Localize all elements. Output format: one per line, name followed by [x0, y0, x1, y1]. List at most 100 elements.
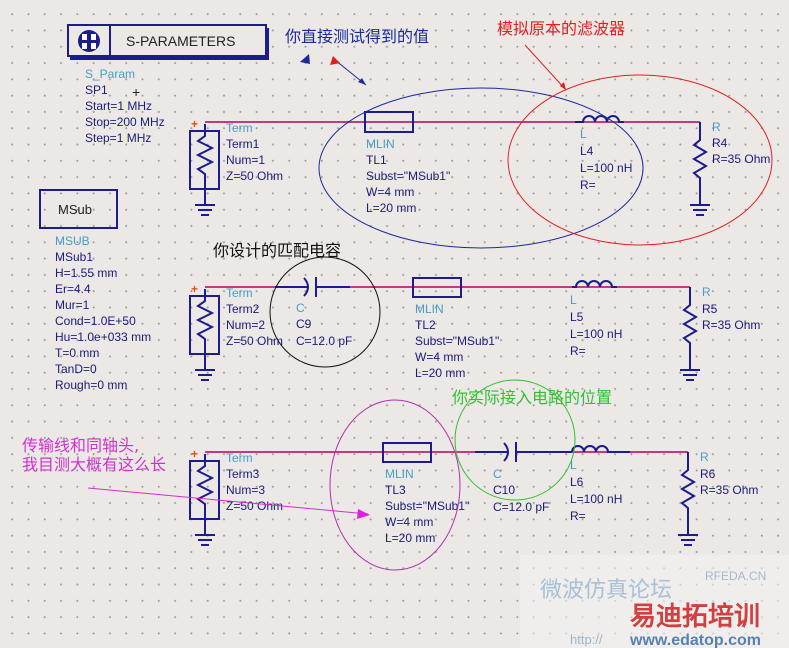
measured-ellipse: [318, 87, 644, 249]
capacitor-c10-symbol[interactable]: [475, 442, 572, 462]
mlin-l: L=20 mm: [366, 201, 416, 215]
msub-param: T=0 mm: [55, 346, 99, 360]
svg-text:+: +: [191, 447, 198, 461]
resistor-r4-symbol[interactable]: [690, 122, 710, 216]
ind-name: L6: [570, 475, 584, 489]
mlin-type: MLIN: [385, 467, 414, 481]
mlin-name: TL1: [366, 153, 387, 167]
res-r: R=35 Ohm: [700, 483, 758, 497]
watermark-site: RFEDA.CN: [705, 569, 766, 583]
res-name: R4: [712, 136, 728, 150]
msub-param: TanD=0: [55, 362, 97, 376]
term-type: Term: [226, 121, 253, 135]
msub-param: Cond=1.0E+50: [55, 314, 136, 328]
mlin-subst: Subst="MSub1": [415, 334, 499, 348]
circuit-row-2: + Term Term2 Num=2 Z=50 Ohm C C9 C=12.0 …: [189, 277, 760, 381]
msub-name: MSub1: [55, 250, 93, 264]
inductor-l4-symbol[interactable]: [575, 115, 624, 123]
svg-text:+: +: [191, 117, 198, 131]
term-name: Term2: [226, 302, 260, 316]
watermark: RFEDA.CN 微波仿真论坛 易迪拓培训 http:// www.edatop…: [520, 555, 789, 648]
term3-symbol[interactable]: +: [189, 447, 220, 546]
term-name: Term3: [226, 467, 260, 481]
mlin-type: MLIN: [415, 302, 444, 316]
ind-name: L4: [580, 144, 594, 158]
mlin-name: TL3: [385, 483, 406, 497]
inductor-l6-symbol[interactable]: [571, 445, 630, 453]
term-z: Z=50 Ohm: [226, 169, 283, 183]
annotation-measured: 你直接测试得到的值: [285, 27, 429, 46]
annotation-matching-cap: 你设计的匹配电容: [213, 241, 341, 260]
origin-cross-icon: +: [132, 84, 140, 100]
resistor-r6-symbol[interactable]: [678, 452, 698, 546]
mlin-tl3-symbol[interactable]: [382, 442, 432, 463]
mlin-tl2-symbol[interactable]: [412, 277, 462, 298]
capacitor-c9-symbol[interactable]: [275, 277, 350, 297]
sparam-stop: Stop=200 MHz: [85, 115, 165, 129]
term1-symbol[interactable]: +: [189, 117, 220, 216]
resistor-r5-symbol[interactable]: [680, 287, 700, 381]
circuit-row-3: + Term Term3 Num=3 Z=50 Ohm MLIN TL3 Sub…: [189, 442, 758, 546]
mlin-subst: Subst="MSub1": [385, 499, 469, 513]
watermark-cn: 微波仿真论坛: [540, 578, 672, 603]
msub-param: Er=4.4: [55, 282, 91, 296]
annotation-coax-2: 我目测大概有这么长: [22, 455, 166, 474]
svg-text:+: +: [191, 282, 198, 296]
ind-l: L=100 nH: [570, 492, 622, 506]
msub-title: MSub: [58, 202, 92, 217]
mlin-tl1-symbol[interactable]: [364, 111, 414, 133]
res-r: R=35 Ohm: [712, 152, 770, 166]
cap-name: C10: [493, 483, 515, 497]
msub-param: Hu=1.0e+033 mm: [55, 330, 151, 344]
cap-c: C=12.0 pF: [493, 500, 549, 514]
annotation-actual-position: 你实际接入电路的位置: [452, 388, 612, 407]
sparam-icon: [78, 30, 100, 52]
red-arrow-icon: [524, 44, 567, 91]
coax-ellipse: [329, 399, 461, 571]
cap-type: C: [296, 301, 305, 315]
sparam-title: S-PARAMETERS: [126, 33, 235, 49]
arrow-head-icon: [560, 82, 566, 90]
cap-name: C9: [296, 317, 312, 331]
msub-type: MSUB: [55, 234, 90, 248]
ind-type: L: [570, 293, 577, 307]
arrow-head-icon: [300, 54, 310, 64]
sparam-name: SP1: [85, 83, 108, 97]
ind-type: L: [580, 127, 587, 141]
msub-block[interactable]: [39, 189, 118, 229]
res-name: R6: [700, 467, 716, 481]
msub-param: Rough=0 mm: [55, 378, 127, 392]
ind-r: R=: [570, 344, 586, 358]
res-name: R5: [702, 302, 718, 316]
term-z: Z=50 Ohm: [226, 499, 283, 513]
msub-param: Mur=1: [55, 298, 90, 312]
term-num: Num=2: [226, 318, 265, 332]
sparam-type: S_Param: [85, 67, 135, 81]
term-num: Num=3: [226, 483, 265, 497]
annotation-original-filter: 模拟原本的滤波器: [497, 19, 625, 38]
inductor-l5-symbol[interactable]: [572, 280, 617, 288]
sparameters-block[interactable]: S-PARAMETERS: [67, 24, 269, 60]
term2-symbol[interactable]: +: [189, 282, 220, 381]
circuit-row-1: + Term Term1 Num=1 Z=50 Ohm MLIN TL1 Sub…: [189, 111, 770, 216]
watermark-url-prefix: http://: [570, 632, 603, 647]
mlin-type: MLIN: [366, 137, 395, 151]
cap-c: C=12.0 pF: [296, 334, 352, 348]
sparam-start: Start=1 MHz: [85, 99, 152, 113]
cap-type: C: [493, 467, 502, 481]
actual-position-circle: [454, 379, 576, 501]
ind-l: L=100 nH: [570, 327, 622, 341]
matching-cap-circle: [269, 256, 381, 368]
mlin-l: L=20 mm: [415, 366, 465, 380]
msub-param: H=1.55 mm: [55, 266, 117, 280]
term-num: Num=1: [226, 153, 265, 167]
ind-l: L=100 nH: [580, 161, 632, 175]
ind-r: R=: [580, 178, 596, 192]
magenta-arrow-icon: [87, 487, 369, 515]
filter-ellipse: [507, 74, 773, 246]
term-type: Term: [226, 451, 253, 465]
term-type: Term: [226, 286, 253, 300]
mlin-w: W=4 mm: [385, 515, 433, 529]
watermark-brand: 易迪拓培训: [630, 602, 760, 632]
